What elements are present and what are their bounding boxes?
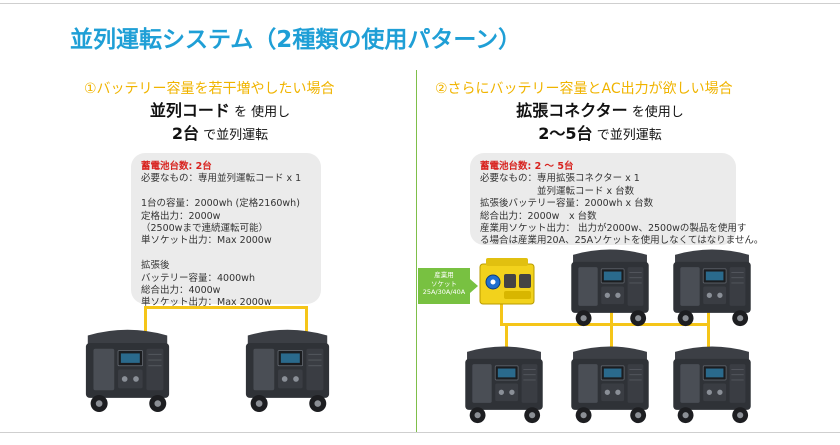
right-info-line: 拡張後バッテリー容量：2000wh x 台数 (480, 198, 654, 210)
left-wire-drop-2 (305, 306, 308, 344)
left-info-line: （2500wまで連続運転可能） (141, 223, 268, 235)
industrial-socket-tag: 産業用 ソケット 25A/30A/40A (418, 268, 470, 304)
left-info-line: 1台の容量：2000wh (定格2160wh) (141, 198, 300, 210)
right-wire-down-2 (610, 323, 613, 353)
right-wire-down-3 (707, 323, 710, 353)
left-info-line (141, 248, 311, 260)
right-wire-down-1 (505, 323, 508, 353)
column-divider (416, 70, 417, 432)
left-info-line: バッテリー容量：4000wh (141, 272, 255, 284)
generator-left-2 (240, 326, 335, 413)
right-info-line: 必要なもの：専用拡張コネクター x 1 (480, 173, 640, 185)
generator-right-1 (566, 246, 654, 327)
left-info-line: 単ソケット出力：Max 2000w (141, 235, 272, 247)
generator-right-3 (460, 343, 548, 424)
right-line1-rest: を使用し (627, 105, 684, 120)
left-info-line: 必要なもの：専用並列運転コード x 1 (141, 173, 302, 185)
right-wire-from-connector (500, 301, 503, 325)
right-subtitle: 拡張コネクター を使用し 2～5台 で並列運転 (470, 100, 730, 146)
top-rule (0, 3, 840, 4)
left-wire-top (144, 306, 308, 309)
left-line1-bold: 並列コード (149, 101, 230, 120)
left-info-box: 蓄電池台数: 2台 必要なもの：専用並列運転コード x 1 1台の容量：2000… (131, 153, 321, 308)
generator-right-5 (668, 343, 756, 424)
generator-right-2 (668, 246, 756, 327)
left-info-line: 単ソケット出力：Max 2000w (141, 297, 272, 309)
socket-tag-line-2: ソケット (431, 279, 457, 288)
socket-tag-line-1: 産業用 (434, 271, 454, 279)
left-line1-rest: を 使用し (229, 105, 291, 120)
socket-tag-line-3: 25A/30A/40A (422, 288, 466, 296)
right-line1-bold: 拡張コネクター (516, 101, 628, 120)
left-info-line (141, 186, 311, 198)
left-subtitle: 並列コード を 使用し 2台 で並列運転 (90, 100, 350, 146)
left-line2-rest: で並列運転 (199, 128, 269, 143)
right-line2-rest: で並列運転 (592, 128, 662, 143)
page-title: 並列運転システム（2種類の使用パターン） (70, 27, 522, 53)
right-info-line: 総合出力：2000w x 台数 (480, 210, 597, 222)
left-info-lines: 必要なもの：専用並列運転コード x 1 1台の容量：2000wh (定格2160… (141, 173, 311, 309)
left-unit-count: 蓄電池台数: 2台 (141, 161, 212, 172)
right-wire-up-1 (610, 306, 613, 326)
right-wire-bus (500, 323, 710, 326)
socket-tag-arrow (470, 279, 478, 293)
left-info-line: 総合出力：4000w (141, 285, 221, 297)
right-info-line: 並列運転コード x 台数 (480, 185, 635, 197)
generator-right-4 (566, 343, 654, 424)
right-wire-up-2 (707, 306, 710, 326)
bottom-rule (0, 432, 840, 433)
right-heading: ②さらにバッテリー容量とAC出力が欲しい場合 (435, 81, 733, 97)
left-info-line: 定格出力：2000w (141, 210, 221, 222)
right-info-lines: 必要なもの：専用拡張コネクター x 1 並列運転コード x 台数拡張後バッテリー… (480, 173, 764, 247)
right-line2-bold: 2～5台 (538, 124, 593, 143)
left-wire-drop-1 (144, 306, 147, 344)
generator-left-1 (80, 326, 175, 413)
right-unit-count: 蓄電池台数: 2 ～ 5台 (480, 161, 574, 172)
left-line2-bold: 2台 (171, 124, 199, 143)
left-heading: ①バッテリー容量を若干増やしたい場合 (84, 81, 335, 97)
right-info-box: 蓄電池台数: 2 ～ 5台 必要なもの：専用拡張コネクター x 1 並列運転コー… (470, 153, 764, 247)
left-info-line: 拡張後 (141, 260, 170, 272)
right-info-line: る場合は産業用20A、25Aソケットを使用しなくてはなりません。 (480, 235, 764, 247)
right-info-line: 産業用ソケット出力： 出力が2000w、2500wの製品を使用す (480, 223, 747, 235)
expansion-connector-icon (478, 258, 536, 310)
